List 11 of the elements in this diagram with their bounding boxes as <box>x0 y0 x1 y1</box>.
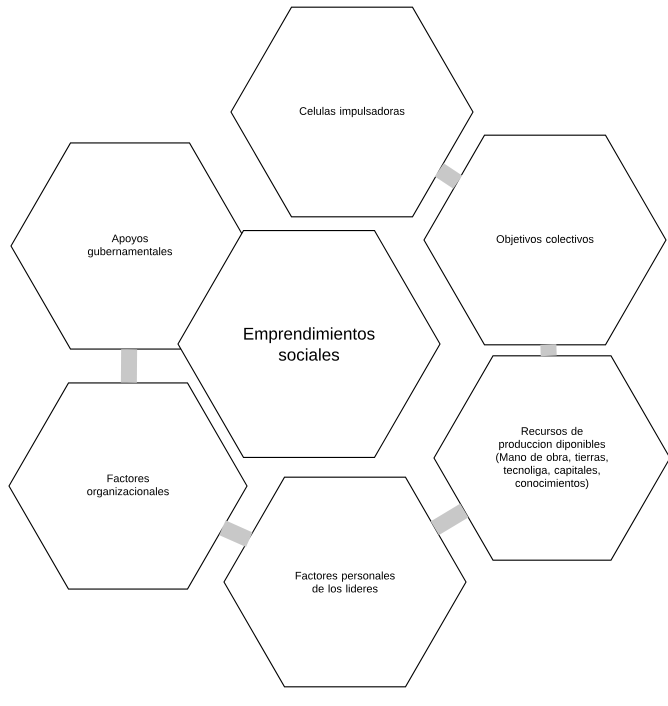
hexagon: Factores organizacionales <box>8 382 248 590</box>
connector-band <box>430 504 468 536</box>
hexagon: Recursos de produccion diponibles (Mano de obra, tierras, tecnoliga, capitales, conocimientos) <box>433 355 668 561</box>
connector-band <box>540 344 557 356</box>
connector-band <box>120 349 138 383</box>
hexagon: Emprendimientos sociales <box>177 230 441 458</box>
connector-band <box>434 163 462 189</box>
hexagon: Objetivos colectivos <box>423 134 667 346</box>
hexagon: Celulas impulsadoras <box>230 6 474 218</box>
hexagon: Factores personales de los lideres <box>223 476 467 688</box>
connector-band <box>219 520 252 547</box>
